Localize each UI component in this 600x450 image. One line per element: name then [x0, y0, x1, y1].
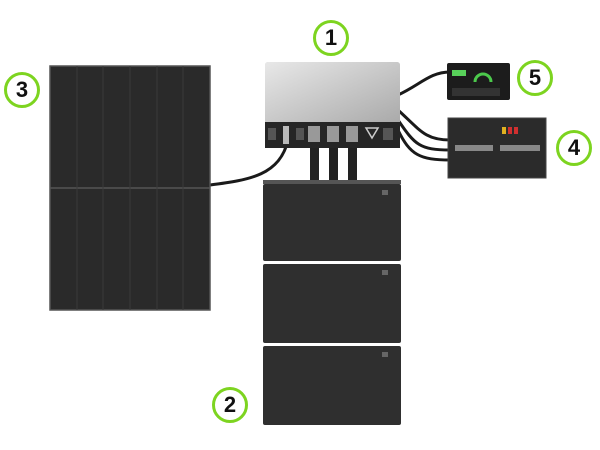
battery-unit-3: [263, 346, 401, 425]
solar-panel: [49, 65, 211, 311]
cables: [209, 70, 451, 187]
monitor-display: [447, 63, 510, 100]
callout-5: 5: [517, 60, 553, 96]
battery-stack: [263, 180, 401, 425]
callout-2: 2: [212, 387, 248, 423]
callout-1: 1: [313, 20, 349, 56]
smart-panel: [447, 117, 547, 179]
hub-battery-connectors: [310, 145, 357, 185]
battery-unit-1: [263, 184, 401, 261]
callout-4: 4: [556, 130, 592, 166]
battery-unit-2: [263, 264, 401, 343]
callout-3: 3: [4, 72, 40, 108]
power-hub: [265, 62, 400, 148]
